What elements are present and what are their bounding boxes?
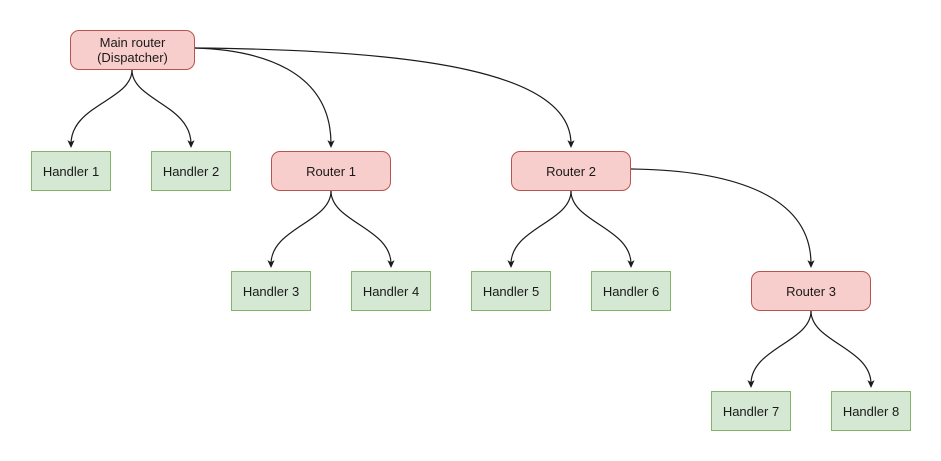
- edge-main-router-to-handler-1: [67, 69, 133, 148]
- edge-main-router-to-handler-2: [131, 69, 195, 148]
- node-label-handler-1: Handler 1: [42, 163, 100, 179]
- edge-group: [67, 47, 875, 388]
- node-handler-6[interactable]: Handler 6: [591, 271, 671, 311]
- node-label-handler-5: Handler 5: [482, 283, 540, 299]
- node-handler-2[interactable]: Handler 2: [151, 151, 231, 191]
- node-label-router-3: Router 3: [786, 283, 836, 299]
- node-label-router-1: Router 1: [306, 163, 356, 179]
- node-handler-1[interactable]: Handler 1: [31, 151, 111, 191]
- node-label-router-2: Router 2: [546, 163, 596, 179]
- node-handler-7[interactable]: Handler 7: [711, 391, 791, 431]
- node-handler-5[interactable]: Handler 5: [471, 271, 551, 311]
- edge-router-1-to-handler-3: [267, 190, 332, 268]
- edge-router-2-to-handler-5: [507, 190, 572, 268]
- edge-router-3-to-handler-8: [810, 310, 875, 388]
- node-label-handler-8: Handler 8: [842, 403, 900, 419]
- edge-main-router-to-router-2: [194, 47, 575, 148]
- node-handler-3[interactable]: Handler 3: [231, 271, 311, 311]
- node-label-handler-6: Handler 6: [602, 283, 660, 299]
- node-label-handler-2: Handler 2: [162, 163, 220, 179]
- node-router-2[interactable]: Router 2: [511, 151, 631, 191]
- edge-router-3-to-handler-7: [747, 310, 812, 388]
- edge-router-2-to-handler-6: [570, 190, 635, 268]
- node-handler-8[interactable]: Handler 8: [831, 391, 911, 431]
- node-main-router[interactable]: Main router (Dispatcher): [70, 30, 195, 70]
- node-label-handler-3: Handler 3: [242, 283, 300, 299]
- node-router-1[interactable]: Router 1: [271, 151, 391, 191]
- node-router-3[interactable]: Router 3: [751, 271, 871, 311]
- node-handler-4[interactable]: Handler 4: [351, 271, 431, 311]
- edge-main-router-to-router-1: [194, 47, 335, 148]
- node-label-handler-4: Handler 4: [362, 283, 420, 299]
- edge-router-2-to-router-3: [630, 168, 815, 268]
- edge-router-1-to-handler-4: [330, 190, 395, 268]
- node-label-main-router: Main router (Dispatcher): [97, 35, 168, 65]
- node-label-handler-7: Handler 7: [722, 403, 780, 419]
